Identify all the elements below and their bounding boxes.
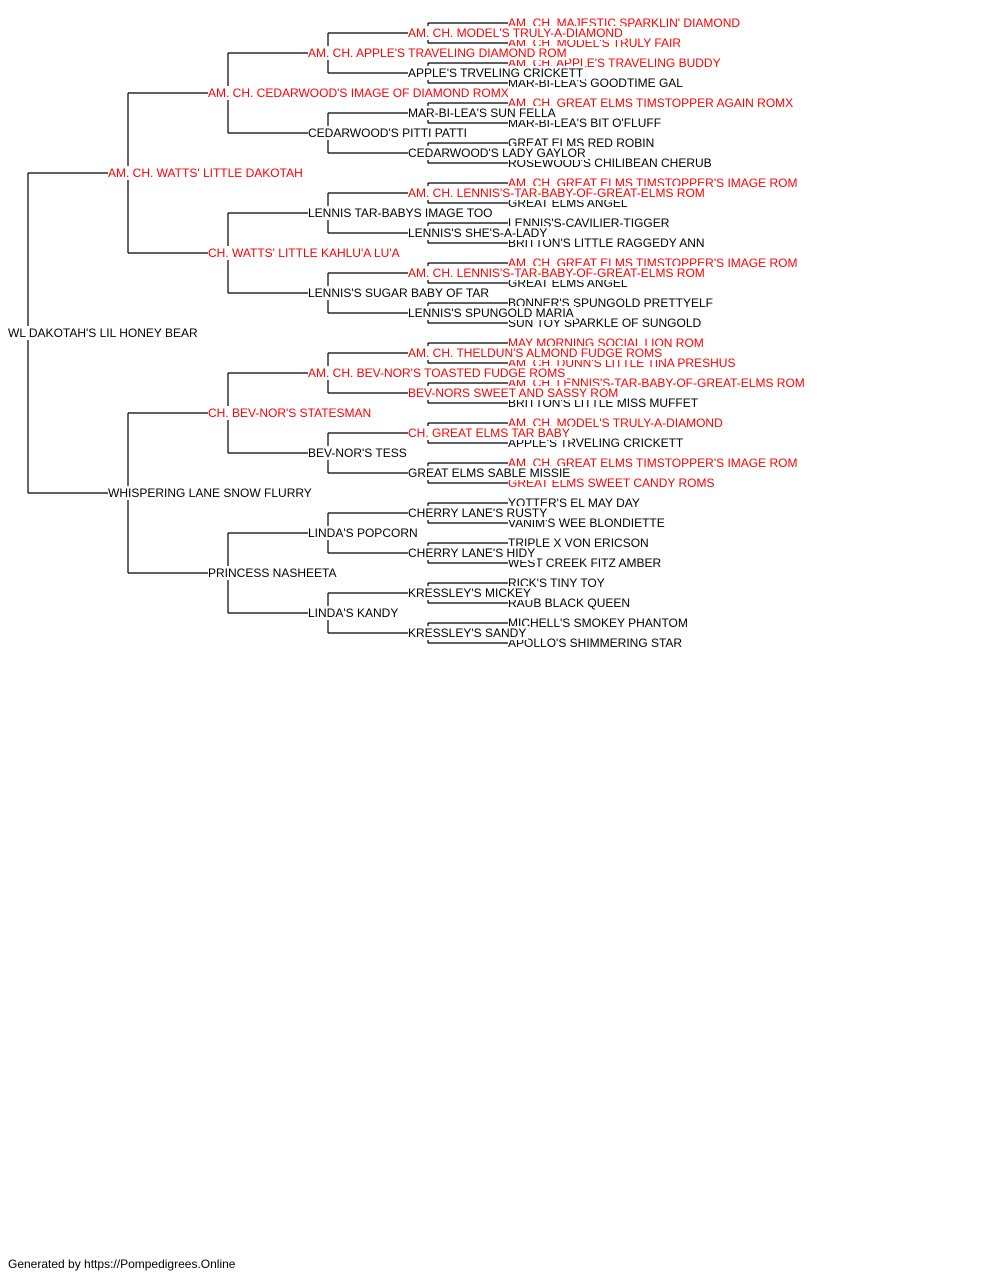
gen4-sire-name[interactable]: CHERRY LANE'S RUSTY xyxy=(408,506,550,520)
generated-by-footer[interactable]: Generated by https://Pompedigrees.Online xyxy=(8,1257,236,1271)
gen4-sire-name[interactable]: KRESSLEY'S MICKEY xyxy=(408,586,533,600)
gen4-dam-name[interactable]: GREAT ELMS SABLE MISSIE xyxy=(408,466,573,480)
gen1-sire-name[interactable]: AM. CH. WATTS' LITTLE DAKOTAH xyxy=(108,166,305,180)
gen5-dam-name[interactable]: WEST CREEK FITZ AMBER xyxy=(508,556,664,570)
gen3-sire-name[interactable]: LENNIS TAR-BABYS IMAGE TOO xyxy=(308,206,495,220)
gen5-sire-name[interactable]: AM. CH. GREAT ELMS TIMSTOPPER'S IMAGE RO… xyxy=(508,456,800,470)
gen5-sire-name[interactable]: MICHELL'S SMOKEY PHANTOM xyxy=(508,616,690,630)
gen3-sire-name[interactable]: AM. CH. APPLE'S TRAVELING DIAMOND ROM xyxy=(308,46,569,60)
gen4-dam-name[interactable]: CHERRY LANE'S HIDY xyxy=(408,546,538,560)
subject-dog-name[interactable]: WL DAKOTAH'S LIL HONEY BEAR xyxy=(8,326,200,340)
gen3-sire-name[interactable]: AM. CH. BEV-NOR'S TOASTED FUDGE ROMS xyxy=(308,366,568,380)
gen3-sire-name[interactable]: LINDA'S POPCORN xyxy=(308,526,420,540)
gen4-sire-name[interactable]: MAR-BI-LEA'S SUN FELLA xyxy=(408,106,558,120)
gen2-dam-name[interactable]: PRINCESS NASHEETA xyxy=(208,566,339,580)
gen4-dam-name[interactable]: BEV-NORS SWEET AND SASSY ROM xyxy=(408,386,621,400)
gen4-sire-name[interactable]: AM. CH. LENNIS'S-TAR-BABY-OF-GREAT-ELMS … xyxy=(408,266,707,280)
gen5-sire-name[interactable]: AM. CH. GREAT ELMS TIMSTOPPER AGAIN ROMX xyxy=(508,96,796,110)
gen4-dam-name[interactable]: KRESSLEY'S SANDY xyxy=(408,626,529,640)
gen4-dam-name[interactable]: APPLE'S TRVELING CRICKETT xyxy=(408,66,586,80)
gen4-dam-name[interactable]: LENNIS'S SPUNGOLD MARIA xyxy=(408,306,576,320)
gen1-dam-name[interactable]: WHISPERING LANE SNOW FLURRY xyxy=(108,486,314,500)
gen3-dam-name[interactable]: BEV-NOR'S TESS xyxy=(308,446,409,460)
gen4-dam-name[interactable]: LENNIS'S SHE'S-A-LADY xyxy=(408,226,550,240)
gen2-sire-name[interactable]: CH. BEV-NOR'S STATESMAN xyxy=(208,406,374,420)
gen5-dam-name[interactable]: RAUB BLACK QUEEN xyxy=(508,596,633,610)
gen2-dam-name[interactable]: CH. WATTS' LITTLE KAHLU'A LU'A xyxy=(208,246,402,260)
gen5-sire-name[interactable]: TRIPLE X VON ERICSON xyxy=(508,536,651,550)
gen3-dam-name[interactable]: LINDA'S KANDY xyxy=(308,606,401,620)
gen4-dam-name[interactable]: CEDARWOOD'S LADY GAYLOR xyxy=(408,146,588,160)
gen2-sire-name[interactable]: AM. CH. CEDARWOOD'S IMAGE OF DIAMOND ROM… xyxy=(208,86,511,100)
gen4-sire-name[interactable]: CH. GREAT ELMS TAR BABY xyxy=(408,426,572,440)
gen3-dam-name[interactable]: LENNIS'S SUGAR BABY OF TAR xyxy=(308,286,492,300)
gen5-dam-name[interactable]: APOLLO'S SHIMMERING STAR xyxy=(508,636,685,650)
gen3-dam-name[interactable]: CEDARWOOD'S PITTI PATTI xyxy=(308,126,469,140)
gen4-sire-name[interactable]: AM. CH. MODEL'S TRULY-A-DIAMOND xyxy=(408,26,625,40)
gen4-sire-name[interactable]: AM. CH. LENNIS'S-TAR-BABY-OF-GREAT-ELMS … xyxy=(408,186,707,200)
gen4-sire-name[interactable]: AM. CH. THELDUN'S ALMOND FUDGE ROMS xyxy=(408,346,665,360)
gen5-dam-name[interactable]: BRITTON'S LITTLE RAGGEDY ANN xyxy=(508,236,707,250)
